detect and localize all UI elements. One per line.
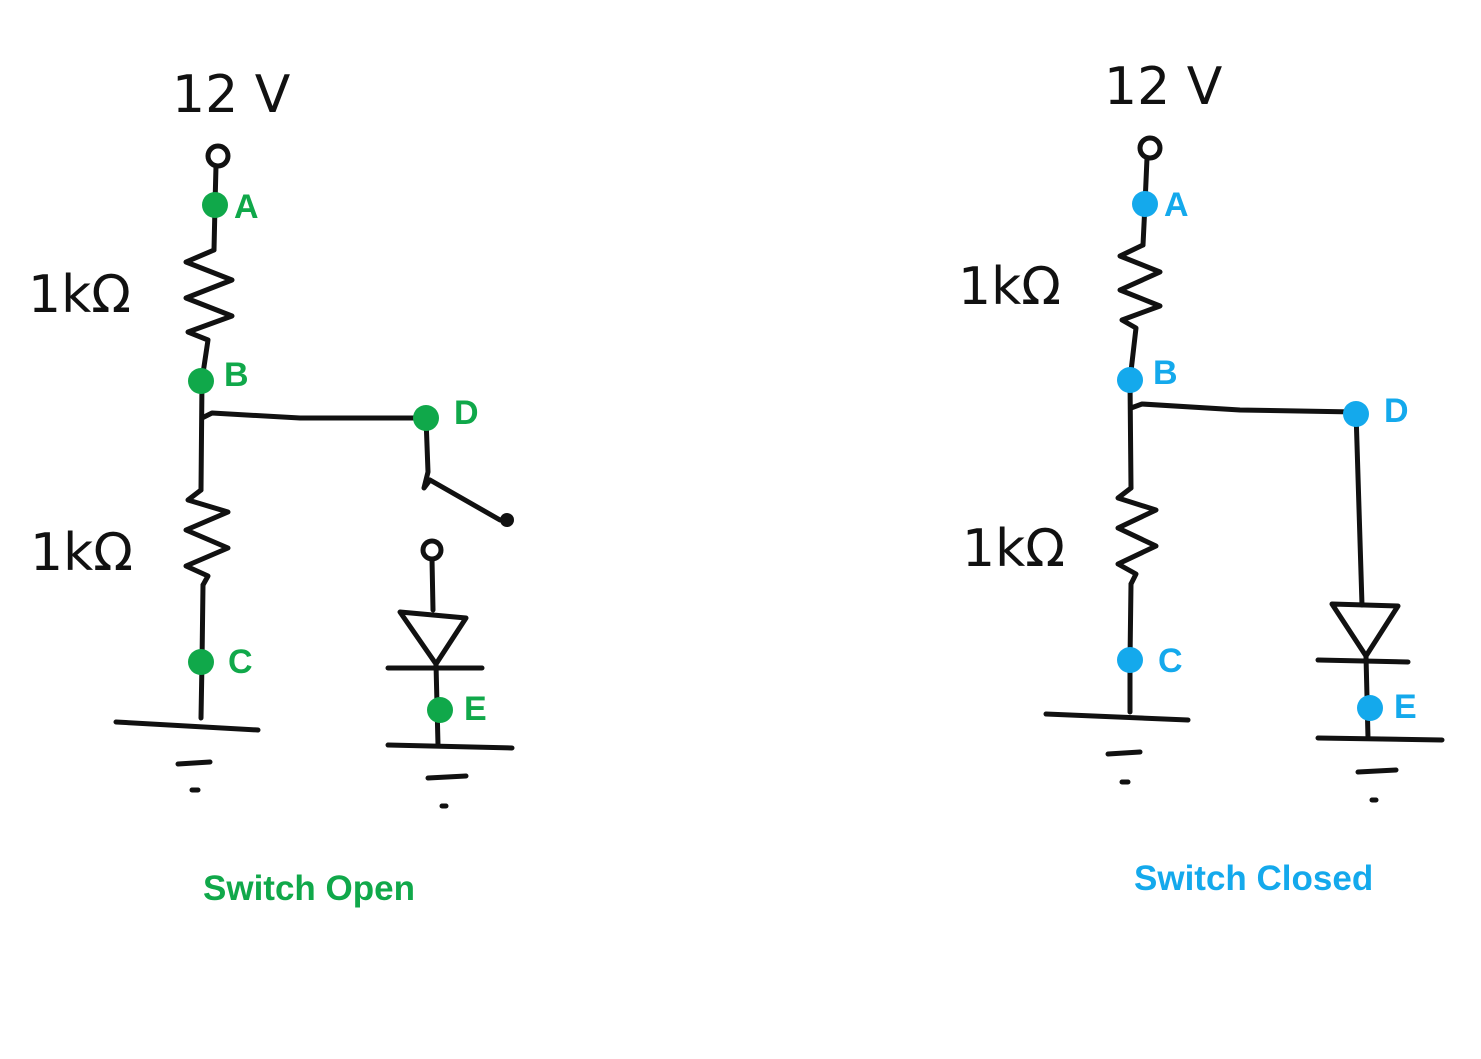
switch-contact-icon <box>500 513 514 527</box>
supply-voltage-label: 12 V <box>1104 57 1223 117</box>
ground-line-icon <box>1355 767 1399 775</box>
resistor-r2-label: 1kΩ <box>962 519 1065 579</box>
switch-closed-caption: Switch Closed <box>1134 859 1373 898</box>
wire-bd <box>199 410 429 421</box>
node-b-label: B <box>224 356 249 394</box>
ground-line-icon <box>175 759 213 767</box>
ground-line-icon <box>1043 711 1191 723</box>
node-e-dot <box>1357 695 1383 721</box>
wire-b <box>198 377 205 493</box>
resistor-r2-icon <box>1115 485 1159 587</box>
node-a-label: A <box>1164 186 1189 224</box>
resistor-r1-icon <box>1117 242 1163 383</box>
node-b-label: B <box>1153 354 1178 392</box>
switch-closed-circuit: 12 V 1kΩ 1kΩ A B C D <box>958 57 1445 898</box>
diode-icon <box>1329 601 1401 659</box>
node-b-dot <box>188 368 214 394</box>
resistor-r2-icon <box>183 487 231 588</box>
wire-diode-top <box>429 556 436 613</box>
diode-bar-icon <box>1315 657 1411 665</box>
ground-line-icon <box>425 773 469 781</box>
node-e-label: E <box>464 690 487 728</box>
wire-b <box>1127 377 1134 491</box>
node-d-label: D <box>454 394 479 432</box>
supply-terminal-icon <box>205 143 231 169</box>
node-c-dot <box>188 649 214 675</box>
diode-terminal-icon <box>420 538 444 562</box>
node-c-label: C <box>228 643 253 681</box>
node-a-dot <box>202 192 228 218</box>
node-e-dot <box>427 697 453 723</box>
ground-line-icon <box>1315 735 1445 743</box>
node-d-dot <box>1343 401 1369 427</box>
resistor-r2-label: 1kΩ <box>30 523 133 583</box>
ground-line-icon <box>1105 749 1143 757</box>
node-b-dot <box>1117 367 1143 393</box>
node-d-dot <box>413 405 439 431</box>
supply-terminal-icon <box>1137 135 1163 161</box>
resistor-r1-label: 1kΩ <box>28 265 131 325</box>
node-e-label: E <box>1394 688 1417 726</box>
node-c-label: C <box>1158 642 1183 680</box>
switch-open-circuit: 12 V 1kΩ 1kΩ A <box>28 65 515 908</box>
resistor-r1-icon <box>183 247 235 383</box>
switch-open-caption: Switch Open <box>203 869 415 908</box>
resistor-r1-label: 1kΩ <box>958 257 1061 317</box>
diode-icon <box>397 609 469 667</box>
node-d-label: D <box>1384 392 1409 430</box>
closed-switch-wire <box>1353 409 1365 608</box>
node-a-dot <box>1132 191 1158 217</box>
node-c-dot <box>1117 647 1143 673</box>
node-a-label: A <box>234 188 259 226</box>
wire-bd <box>1128 401 1359 415</box>
ground-line-icon <box>385 742 515 751</box>
open-switch-icon <box>421 415 503 523</box>
supply-voltage-label: 12 V <box>172 65 291 125</box>
ground-line-icon <box>113 719 261 733</box>
